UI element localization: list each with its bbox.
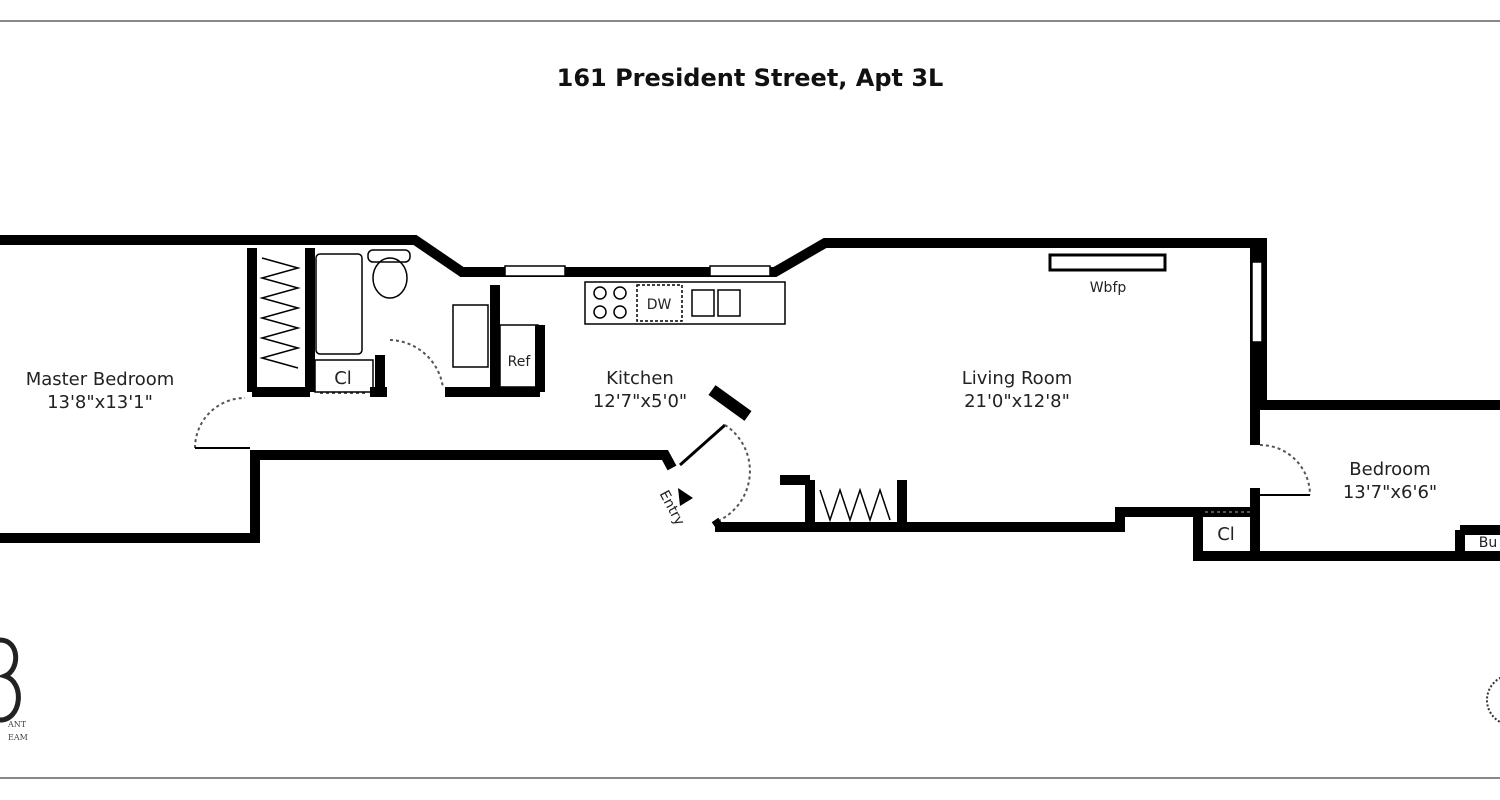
room-size: 21'0"x12'8": [964, 391, 1070, 412]
closet-label: Cl: [1217, 524, 1235, 545]
brand-logo-right: [1486, 676, 1500, 724]
bathtub: [315, 253, 363, 355]
top-border: [0, 20, 1500, 22]
fireplace-label: Wbfp: [1090, 280, 1127, 296]
fireplace: [1048, 253, 1167, 272]
bottom-border: [0, 777, 1500, 779]
kitchen-counter: [584, 281, 786, 325]
room-name: Living Room: [962, 368, 1073, 389]
room-name: Bedroom: [1349, 459, 1430, 480]
room-name: Master Bedroom: [26, 369, 175, 390]
svg-text:EAM: EAM: [8, 733, 28, 742]
brand-logo-left: ANT EAM: [0, 637, 28, 742]
toilet: [372, 257, 408, 299]
entry-door-panel: [708, 385, 752, 421]
windows: [504, 261, 1263, 343]
floorplan-title: 161 President Street, Apt 3L: [556, 64, 944, 92]
refrigerator-label: Ref: [508, 354, 532, 370]
entry-arrow-icon: [678, 488, 693, 506]
south-wall: [715, 507, 1500, 561]
north-wall: [0, 235, 1500, 410]
dishwasher-label: DW: [647, 297, 672, 313]
room-size: 12'7"x5'0": [593, 391, 687, 412]
builtin-label: Bu: [1479, 535, 1497, 551]
walls: [0, 235, 1500, 561]
room-size: 13'7"x6'6": [1343, 482, 1437, 503]
room-name: Kitchen: [606, 368, 674, 389]
bathroom-sink: [452, 304, 489, 368]
refrigerator: [499, 324, 539, 388]
master-south-wall: [0, 450, 677, 543]
room-size: 13'8"x13'1": [47, 392, 153, 413]
svg-text:ANT: ANT: [7, 720, 27, 729]
closet-label: Cl: [334, 368, 352, 389]
door-swings: [194, 339, 1311, 521]
fixtures: [259, 249, 1167, 523]
